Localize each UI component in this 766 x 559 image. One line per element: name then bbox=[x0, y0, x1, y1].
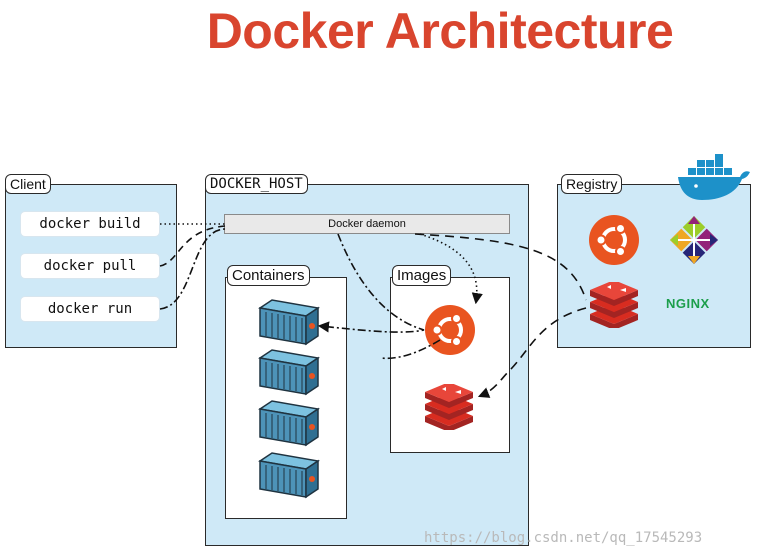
registry-to-image-line bbox=[477, 307, 587, 398]
run-line bbox=[159, 228, 226, 310]
docker-pull-command: docker pull bbox=[21, 254, 159, 278]
client-label: Client bbox=[5, 174, 51, 194]
diagram-title: Docker Architecture bbox=[206, 3, 674, 59]
centos-icon bbox=[669, 215, 719, 265]
docker-whale-icon bbox=[678, 154, 750, 200]
registry-label: Registry bbox=[561, 174, 623, 194]
run-image-line bbox=[379, 339, 441, 360]
registry-panel bbox=[557, 184, 751, 348]
redis-icon bbox=[590, 282, 638, 328]
nginx-logo: NGINX bbox=[666, 296, 710, 311]
pull-to-registry-line bbox=[414, 233, 587, 301]
build-to-image-line bbox=[419, 233, 483, 305]
image-redis-icon bbox=[425, 384, 473, 430]
container-icon bbox=[258, 400, 320, 447]
ubuntu-icon bbox=[589, 215, 639, 265]
docker-host-label: DOCKER_HOST bbox=[205, 174, 308, 194]
container-icon bbox=[258, 349, 320, 396]
image-ubuntu-icon bbox=[425, 305, 475, 355]
images-label: Images bbox=[392, 265, 452, 286]
pull-line bbox=[159, 225, 226, 267]
watermark-url: https://blog.csdn.net/qq_17545293 bbox=[424, 530, 703, 546]
docker-run-command: docker run bbox=[21, 297, 159, 321]
container-icon bbox=[258, 452, 320, 499]
docker-build-command: docker build bbox=[21, 212, 159, 236]
run-to-container-line bbox=[317, 233, 425, 333]
container-icon bbox=[258, 299, 320, 346]
containers-label: Containers bbox=[227, 265, 310, 286]
